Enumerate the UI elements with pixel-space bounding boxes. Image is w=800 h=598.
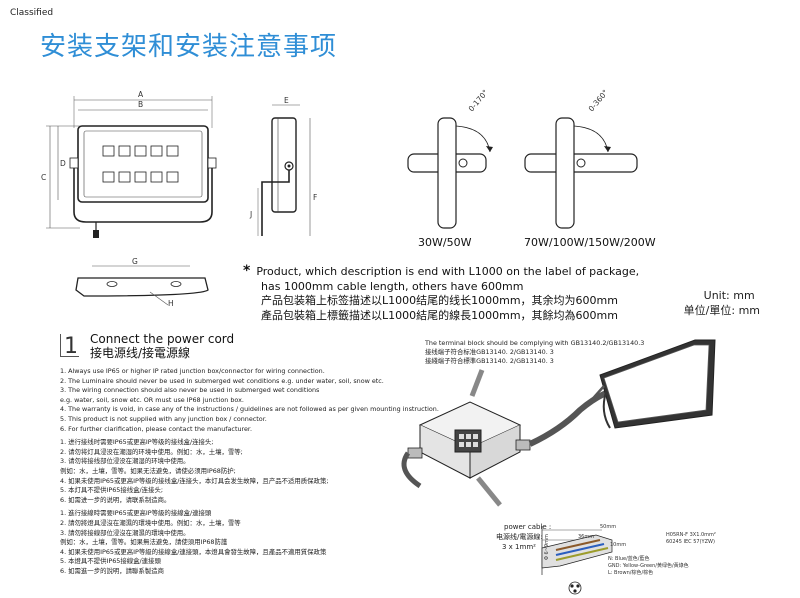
cable-type-1: H05RN-F 3X1.0mm²: [666, 532, 716, 538]
instruction-en: 3. The wiring connection should also nev…: [60, 386, 320, 395]
rotation-view-large: [524, 117, 638, 229]
terminal-cn-simplified: 接线端子符合标准GB13140. 2/GB13140. 3: [425, 347, 554, 356]
cable-spec: 3 x 1mm²: [502, 543, 536, 551]
note-en-line-2: has 1000mm cable length, others have 600…: [261, 279, 524, 293]
dim-label-j: J: [249, 210, 252, 219]
angle-label-small: 0-170°: [467, 88, 490, 114]
instruction-cn-simplified: 6. 如需进一步的说明，请联系制造商。: [60, 495, 171, 504]
dim-label-a: A: [138, 90, 144, 99]
page-title: 安装支架和安装注意事项: [40, 32, 338, 62]
instruction-en: e.g. water, soil, snow etc. OR must use …: [60, 395, 244, 404]
dim-label-b: B: [138, 100, 143, 109]
unit-en: Unit: mm: [703, 289, 755, 302]
instruction-cn-simplified: 例如：水，土壤，雪等。如果无法避免，请使必须用IP68防护;: [60, 466, 236, 475]
instruction-cn-simplified: 3. 请勿将接线部位浸没在潮湿的环境中使用。: [60, 457, 190, 466]
instruction-cn-traditional: 6. 如需進一步的說明，請聯系製造商: [60, 566, 164, 575]
wattage-label-small: 30W/50W: [418, 236, 472, 249]
angle-label-large: 0-360°: [587, 88, 610, 114]
instruction-en: 1. Always use IP65 or higher IP rated ju…: [60, 367, 325, 375]
cable-diagram: 50mm 36mm 10mm H05RN-F 3X1.0mm² 60245 IE…: [541, 524, 716, 595]
instruction-cn-traditional: 3. 請勿將接線部位浸沒在潮濕的環境中使用。: [60, 528, 190, 537]
instruction-cn-traditional: 2. 請勿將燈具浸沒在潮濕的環境中使用。例如：水，土壤，雪等: [60, 518, 241, 527]
instruction-cn-simplified: 1. 进行接线时需要IP65或更高IP等级的接线盒/连接头;: [60, 438, 214, 447]
note-cn-simplified: 产品包装箱上标签描述以L1000结尾的线长1000mm，其余均为600mm: [261, 294, 618, 307]
cable-length-note: * Product, which description is end with …: [243, 264, 639, 323]
wire-live-label: L: Brown/棕色/棕色: [608, 569, 653, 576]
step-title-en: Connect the power cord: [90, 332, 235, 346]
unit-cn: 单位/單位: mm: [683, 304, 760, 317]
instruction-cn-simplified: 4. 如果未使用IP65或更高IP等级的接线盒/连接头，本灯具会发生故障，且产品…: [60, 476, 329, 485]
terminal-block-note: The terminal block should be complying w…: [425, 339, 644, 365]
note-en-line-1: Product, which description is end with L…: [256, 265, 640, 278]
wire-neutral-label: N: Blue/蓝色/藍色: [608, 555, 649, 562]
rotation-view-small: [407, 117, 493, 229]
cable-label-cn: 电源线/電源線:: [496, 533, 543, 541]
instruction-cn-traditional: 4. 如果未使用IP65或更高IP等級的接線盒/連接頭，本燈具會發生故障，且產品…: [60, 547, 327, 556]
cable-length-core: 36mm: [578, 534, 594, 540]
dim-label-g: G: [132, 257, 138, 266]
cable-type-2: 60245 IEC 57(YZW): [666, 539, 715, 545]
dim-label-f: F: [313, 193, 317, 202]
step-title-cn: 接电源线/接電源線: [90, 346, 191, 360]
instruction-cn-simplified: 5. 本灯具不提供IP65接线盒/连接头;: [60, 486, 163, 495]
instruction-cn-simplified: 2. 请勿将灯具浸没在潮湿的环境中使用。例如：水，土壤，雪等;: [60, 447, 243, 456]
note-cn-traditional: 產品包裝箱上標籤描述以L1000結尾的線長1000mm，其餘均為600mm: [261, 308, 618, 322]
wire-ground-label: GND: Yellow-Green/黄绿色/黃綠色: [608, 562, 689, 569]
instruction-en: 4. The warranty is void, in case any of …: [60, 405, 439, 414]
step-number: 1: [64, 334, 78, 359]
dim-label-d: D: [60, 159, 66, 168]
unit-label: Unit: mm 单位/單位: mm: [684, 288, 760, 318]
terminal-cn-traditional: 接綫端子符合標準GB13140. 2/GB13140. 3: [425, 356, 554, 365]
dim-label-h: H: [168, 299, 174, 308]
instructions: 1. Always use IP65 or higher IP rated ju…: [60, 367, 460, 576]
terminal-en: The terminal block should be complying w…: [425, 339, 645, 347]
dim-label-c: C: [41, 173, 46, 182]
step-marker: [60, 334, 79, 357]
wattage-label-large: 70W/100W/150W/200W: [524, 236, 656, 249]
instruction-en: 6. For further clarification, please con…: [60, 424, 252, 433]
instruction-en: 5. This product is not supplied with any…: [60, 414, 267, 423]
cable-length-strip: 10mm: [610, 542, 626, 548]
cable-length-total: 50mm: [600, 524, 616, 530]
power-cable-label: power cable : 电源线/電源線: 3 x 1mm²: [496, 522, 551, 552]
note-star: *: [243, 263, 251, 279]
instruction-cn-traditional: 例如：水，土壤，雪等。如果無法避免，請使須用IP68防護: [60, 538, 228, 547]
dim-label-e: E: [284, 96, 289, 105]
step-title: Connect the power cord 接电源线/接電源線: [90, 332, 234, 360]
cable-label-en: power cable :: [504, 523, 552, 531]
instruction-cn-traditional: 1. 進行接線時需要IP65或更高IP等級的接線盒/連接頭: [60, 509, 212, 518]
instruction-cn-traditional: 5. 本燈具不提供IP65接線盒/連接頭: [60, 557, 161, 566]
instruction-en: 2. The Luminaire should never be used in…: [60, 376, 384, 385]
classification-label: Classified: [10, 8, 54, 18]
